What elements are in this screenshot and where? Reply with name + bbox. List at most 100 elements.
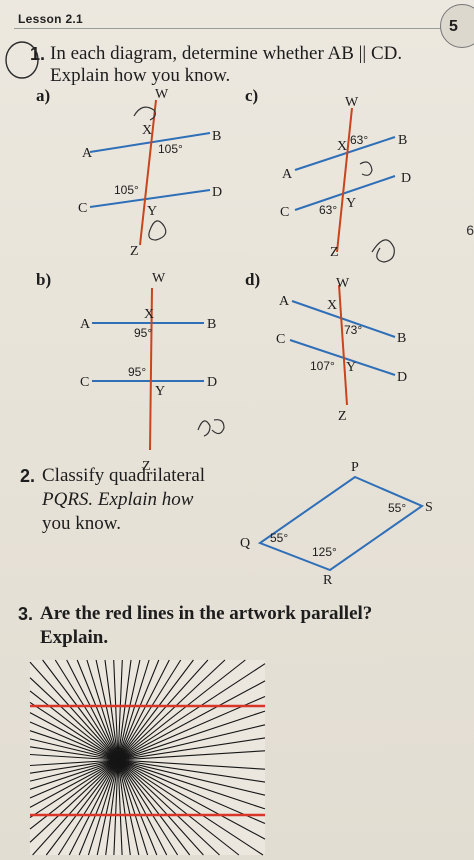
question-1-line2: Explain how you know. bbox=[50, 65, 231, 86]
artwork-ray-upper bbox=[29, 730, 119, 761]
quadrilateral-pqrs: P S R Q 55° 55° 125° bbox=[240, 460, 433, 588]
question-1-line1: In each diagram, determine whether AB ||… bbox=[50, 43, 403, 64]
artwork-ray-lower bbox=[87, 759, 119, 856]
point-a-c: A bbox=[282, 167, 293, 182]
point-b-a: B bbox=[212, 129, 221, 144]
angle-top-b: 95° bbox=[134, 326, 152, 340]
line-cd-a bbox=[89, 189, 211, 208]
point-c-b: C bbox=[80, 375, 89, 390]
artwork-ray-upper bbox=[104, 659, 119, 761]
angle-bottom-a: 105° bbox=[114, 183, 139, 197]
artwork-ray-lower bbox=[29, 759, 119, 808]
artwork-ray-upper bbox=[29, 712, 119, 761]
artwork-ray-lower bbox=[78, 759, 119, 856]
artwork-ray-lower bbox=[117, 759, 264, 856]
diagram-d: W X Y Z A B C D 73° 107° bbox=[276, 276, 407, 424]
line-ab-c bbox=[294, 136, 396, 171]
artwork-ray-upper bbox=[29, 661, 119, 761]
artwork-ray-upper bbox=[76, 659, 119, 761]
artwork-ray-lower bbox=[117, 759, 140, 856]
illusion-artwork bbox=[29, 659, 266, 856]
line-cd-d bbox=[289, 339, 396, 376]
point-d-d: D bbox=[397, 370, 407, 385]
artwork-ray-upper bbox=[66, 659, 119, 761]
quad-pqrs-outline bbox=[257, 475, 425, 572]
point-z-d: Z bbox=[338, 409, 347, 424]
artwork-ray-lower bbox=[117, 759, 123, 856]
point-y-b: Y bbox=[155, 384, 165, 399]
artwork-ray-upper bbox=[117, 659, 123, 761]
question-2-number: 2. bbox=[20, 466, 36, 486]
artwork-ray-upper bbox=[117, 710, 266, 761]
artwork-ray-upper bbox=[29, 690, 119, 761]
vertex-q: Q bbox=[240, 536, 250, 551]
point-x-d: X bbox=[327, 298, 337, 313]
artwork-ray-upper bbox=[29, 753, 119, 761]
point-x-a: X bbox=[142, 123, 152, 138]
artwork-ray-lower bbox=[96, 759, 119, 856]
artwork-ray-lower bbox=[117, 759, 149, 856]
angle-top-c: 63° bbox=[350, 133, 368, 147]
artwork-ray-lower bbox=[29, 759, 119, 782]
artwork-ray-lower bbox=[117, 759, 266, 770]
question-2-line1: Classify quadrilateral bbox=[42, 465, 206, 486]
angle-s: 55° bbox=[388, 501, 406, 515]
artwork-ray-lower bbox=[117, 759, 158, 856]
artwork-ray-lower bbox=[117, 759, 266, 783]
point-z-b: Z bbox=[142, 459, 151, 474]
artwork-ray-lower bbox=[117, 759, 204, 856]
diagram-b: W X Y Z A B C D 95° 95° bbox=[80, 271, 225, 474]
page-badge: 5 bbox=[440, 4, 474, 48]
artwork-ray-upper bbox=[117, 750, 266, 761]
artwork-ray-lower bbox=[29, 759, 119, 790]
question-2-line3: you know. bbox=[42, 513, 121, 534]
artwork-ray-lower bbox=[117, 759, 240, 856]
point-y-a: Y bbox=[147, 204, 157, 219]
artwork-ray-lower bbox=[29, 759, 119, 774]
artwork-ray-upper bbox=[117, 663, 266, 761]
point-d-b: D bbox=[207, 375, 217, 390]
artwork-ray-lower bbox=[117, 759, 266, 796]
angle-top-a: 105° bbox=[158, 142, 183, 156]
artwork-ray-upper bbox=[117, 680, 266, 761]
question-3-number: 3. bbox=[18, 604, 34, 624]
artwork-ray-lower bbox=[45, 759, 119, 856]
vertex-s: S bbox=[425, 500, 433, 515]
pen-scribble-b bbox=[197, 419, 225, 437]
lesson-label: Lesson 2.1 bbox=[18, 12, 84, 26]
artwork-ray-upper bbox=[117, 659, 182, 761]
part-a-label: a) bbox=[36, 86, 51, 105]
point-y-c: Y bbox=[346, 196, 356, 211]
artwork-ray-upper bbox=[29, 746, 119, 761]
header-rule bbox=[14, 28, 454, 29]
angle-bottom-b: 95° bbox=[128, 365, 146, 379]
point-b-d: B bbox=[397, 331, 406, 346]
artwork-ray-upper bbox=[86, 659, 119, 761]
angle-bottom-d: 107° bbox=[310, 359, 335, 373]
point-b-c: B bbox=[398, 133, 407, 148]
point-y-d: Y bbox=[346, 360, 356, 375]
line-cd-c bbox=[294, 175, 396, 211]
vertex-p: P bbox=[351, 460, 359, 475]
artwork-ray-lower bbox=[32, 759, 119, 856]
artwork-ray-lower bbox=[68, 759, 119, 856]
angle-top-d: 73° bbox=[344, 323, 362, 337]
point-w-c: W bbox=[345, 95, 359, 110]
transversal-d bbox=[338, 284, 348, 406]
artwork-ray-upper bbox=[117, 659, 132, 761]
artwork-ray-upper bbox=[117, 659, 246, 761]
angle-bottom-c: 63° bbox=[319, 203, 337, 217]
artwork-ray-lower bbox=[57, 759, 119, 856]
point-c-a: C bbox=[78, 201, 87, 216]
artwork-ray-lower bbox=[29, 759, 119, 767]
artwork-ray-lower bbox=[105, 759, 119, 856]
point-w-d: W bbox=[336, 276, 350, 291]
question-3-line1: Are the red lines in the artwork paralle… bbox=[40, 603, 373, 624]
artwork-ray-lower bbox=[117, 759, 266, 840]
point-w-a: W bbox=[155, 87, 169, 102]
point-w-b: W bbox=[152, 271, 166, 286]
artwork-ray-upper bbox=[54, 659, 119, 761]
artwork-ray-lower bbox=[117, 759, 168, 856]
